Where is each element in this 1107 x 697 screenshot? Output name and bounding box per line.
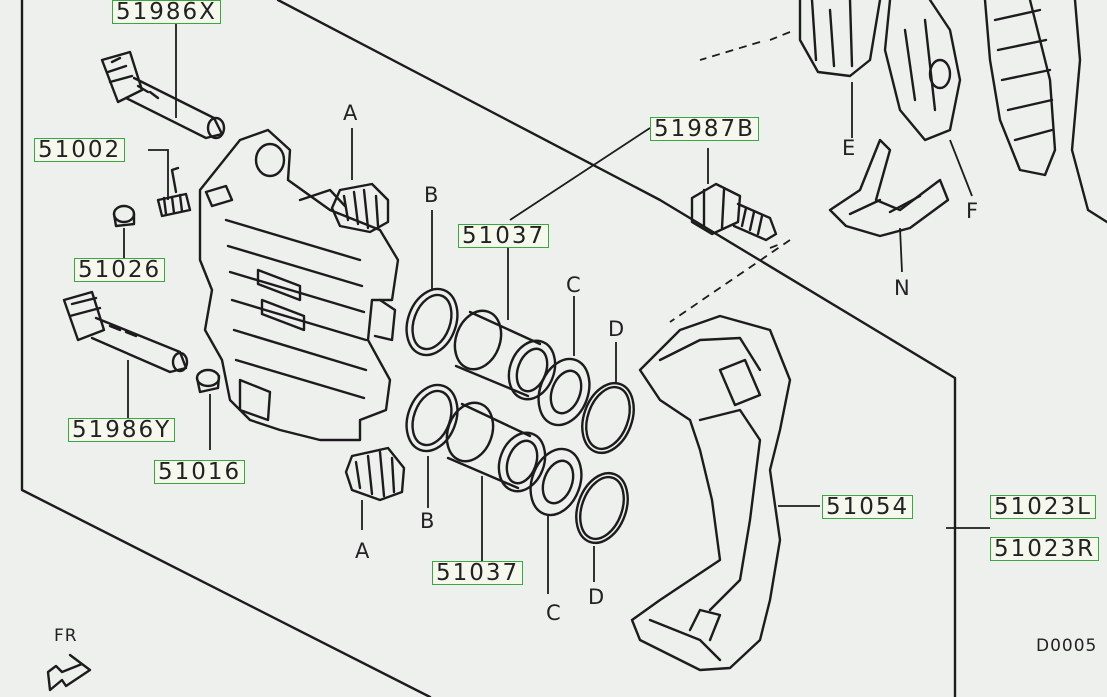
piston-lower <box>445 401 547 493</box>
bleeder-screw <box>156 166 192 218</box>
brake-pad-f <box>883 0 962 142</box>
part-label-51986y: 51986Y <box>68 418 176 442</box>
snap-ring-d-lower <box>575 471 629 545</box>
callout-a-top: A <box>343 101 358 125</box>
callout-b-bottom: B <box>420 509 435 533</box>
callout-c-bottom: C <box>546 601 561 625</box>
snap-ring-d-upper <box>581 381 635 455</box>
guide-bolt-upper <box>100 50 226 140</box>
part-label-51987b: 51987B <box>650 117 759 141</box>
callout-c-top: C <box>566 273 581 297</box>
piston-upper <box>453 309 557 401</box>
callout-a-bottom: A <box>355 539 370 563</box>
callout-n: N <box>894 276 910 300</box>
callout-b-top: B <box>424 183 439 207</box>
callout-e: E <box>842 136 856 160</box>
callout-f: F <box>966 199 979 223</box>
piston-seal-b-upper <box>405 287 459 357</box>
guide-bolt-lower <box>62 290 189 374</box>
caliper-body <box>198 128 400 442</box>
bleeder-cap <box>112 204 136 228</box>
piston-seal-b-lower <box>405 383 459 453</box>
part-label-51023l: 51023L <box>990 495 1096 519</box>
part-label-51986x: 51986X <box>112 0 221 24</box>
pad-clip-n <box>828 138 950 238</box>
part-label-51037-lower: 51037 <box>432 561 524 585</box>
piston-boot-c-upper <box>537 357 591 427</box>
part-label-51037-upper: 51037 <box>458 224 550 248</box>
part-label-51023r: 51023R <box>990 537 1100 561</box>
front-direction-label: FR <box>54 626 78 646</box>
brake-pad-e <box>798 0 882 78</box>
diagram-code: D0005 <box>1036 636 1098 656</box>
dust-boot-a-upper <box>330 182 390 234</box>
part-label-51002: 51002 <box>34 138 126 162</box>
part-label-51054: 51054 <box>822 495 914 519</box>
pin-boot-small <box>195 368 221 394</box>
piston-boot-c-lower <box>529 447 583 517</box>
mounting-bolt <box>690 182 778 242</box>
callout-d-bottom: D <box>588 585 605 609</box>
brake-disc <box>983 0 1107 224</box>
dust-boot-a-lower <box>344 446 406 502</box>
part-label-51026: 51026 <box>74 258 166 282</box>
part-label-51016: 51016 <box>154 460 246 484</box>
caliper-bracket <box>630 314 792 672</box>
callout-d-top: D <box>608 317 625 341</box>
assembly-boundary <box>20 0 957 697</box>
front-arrow-icon <box>46 653 92 692</box>
